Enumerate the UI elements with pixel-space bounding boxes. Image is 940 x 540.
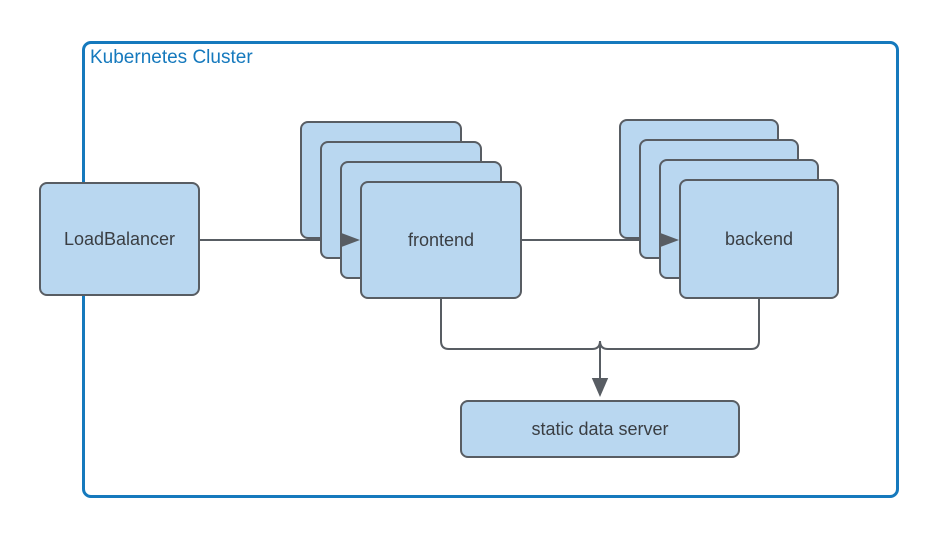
loadbalancer-label: LoadBalancer bbox=[63, 228, 176, 249]
frontend-label: frontend bbox=[407, 229, 475, 250]
static-data-server-label: static data server bbox=[531, 418, 669, 439]
static-data-server-node: static data server bbox=[460, 400, 740, 458]
backend-node: backend bbox=[679, 179, 839, 299]
frontend-node: frontend bbox=[360, 181, 522, 299]
loadbalancer-node: LoadBalancer bbox=[39, 182, 200, 296]
connector-frontend-to-static-data-server bbox=[440, 299, 601, 350]
backend-label: backend bbox=[724, 228, 794, 249]
cluster-label: Kubernetes Cluster bbox=[90, 47, 253, 68]
connector-backend-to-static-data-server bbox=[599, 299, 760, 350]
